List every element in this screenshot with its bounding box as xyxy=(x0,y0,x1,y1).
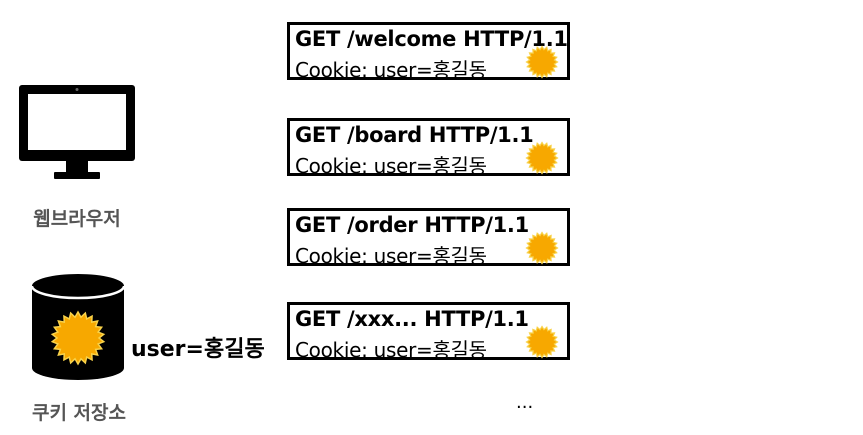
stored-cookie-value: user=홍길동 xyxy=(131,337,265,362)
cookie-header: Cookie: user=홍길동 xyxy=(295,338,487,362)
cookie-header: Cookie: user=홍길동 xyxy=(295,244,487,268)
request-line: GET /board HTTP/1.1 xyxy=(295,123,534,147)
request-line: GET /xxx... HTTP/1.1 xyxy=(295,307,529,331)
cookie-header: Cookie: user=홍길동 xyxy=(295,154,487,178)
http-request-box: GET /board HTTP/1.1 Cookie: user=홍길동 xyxy=(287,118,570,178)
database-cylinder-icon xyxy=(30,274,126,380)
more-requests-indicator: ... xyxy=(516,392,534,413)
request-line: GET /welcome HTTP/1.1 xyxy=(295,27,568,51)
cookie-store-label: 쿠키 저장소 xyxy=(31,402,126,424)
web-browser-label: 웹브라우저 xyxy=(33,208,121,230)
cookie-burst-icon xyxy=(525,325,559,359)
cookie-header: Cookie: user=홍길동 xyxy=(295,58,487,82)
cookie-burst-icon xyxy=(50,310,106,366)
http-request-box: GET /order HTTP/1.1 Cookie: user=홍길동 xyxy=(287,208,570,268)
cookie-burst-icon xyxy=(525,45,559,79)
http-request-box: GET /welcome HTTP/1.1 Cookie: user=홍길동 xyxy=(287,22,570,82)
request-line: GET /order HTTP/1.1 xyxy=(295,213,529,237)
cookie-burst-icon xyxy=(525,231,559,265)
cookie-burst-icon xyxy=(525,141,559,175)
http-request-box: GET /xxx... HTTP/1.1 Cookie: user=홍길동 xyxy=(287,302,570,362)
monitor-icon xyxy=(19,85,135,179)
